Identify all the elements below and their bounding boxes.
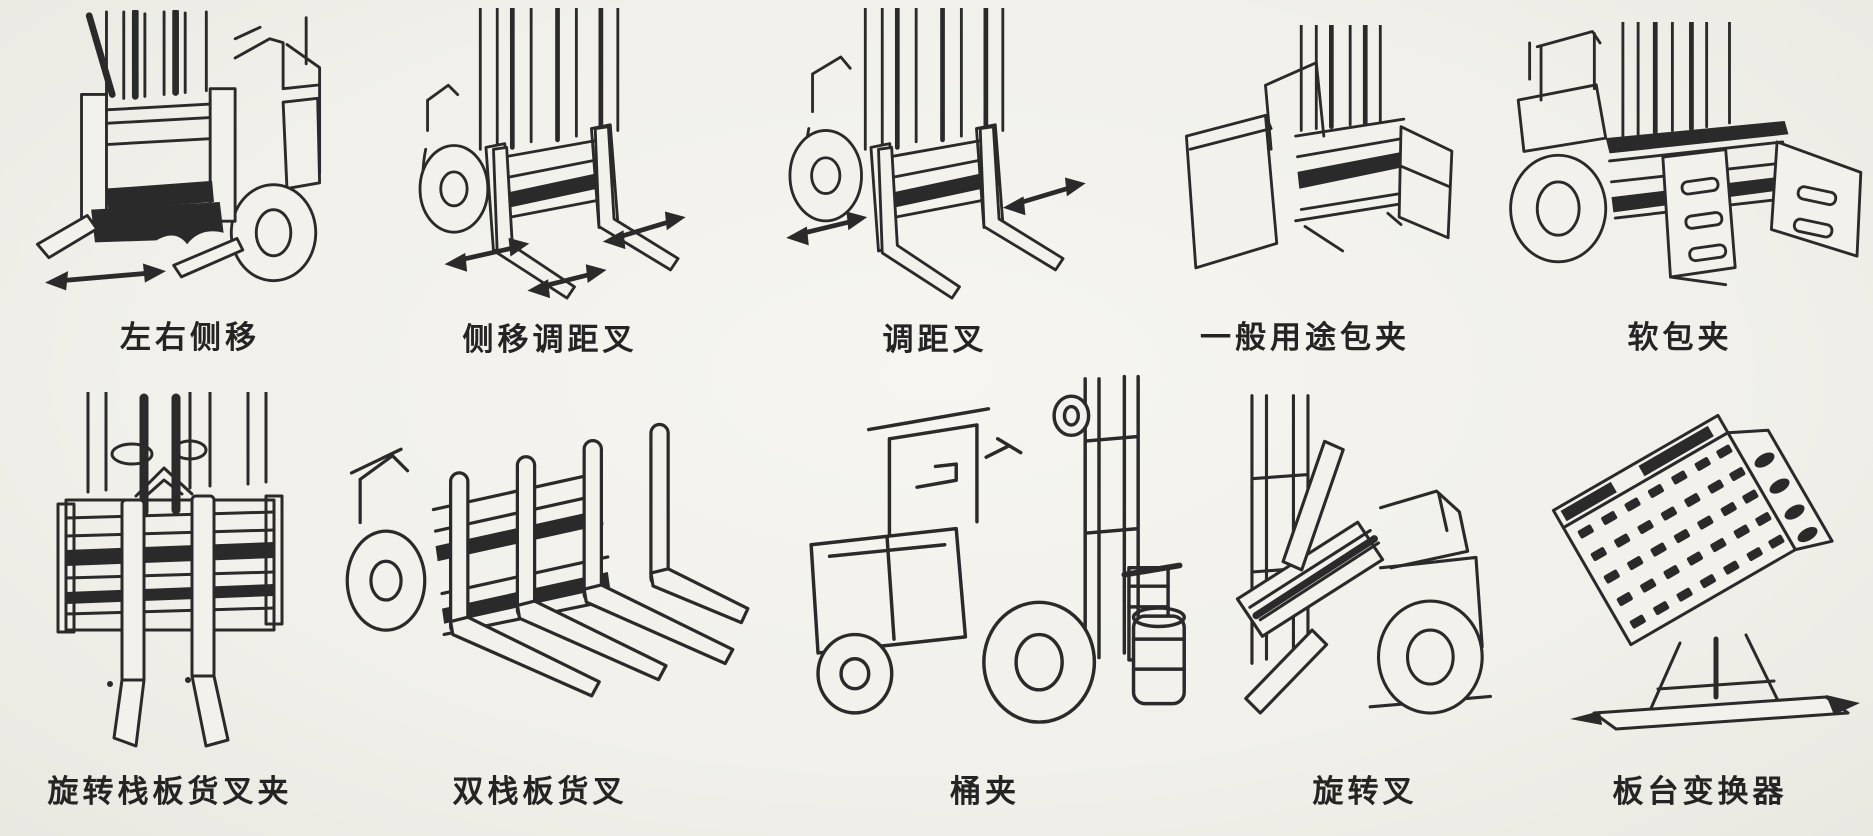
rotating-fork-icon bbox=[1225, 392, 1505, 752]
figure-caption: 左右侧移 bbox=[120, 320, 260, 356]
figure-platform-changer: 板台变换器 bbox=[1530, 382, 1870, 811]
figure-drum-clamp: 桶夹 bbox=[770, 372, 1200, 811]
figure-fork-positioner: 调距叉 bbox=[735, 8, 1135, 359]
figure-caption: 桶夹 bbox=[950, 774, 1020, 810]
soft-bale-clamp-icon bbox=[1480, 22, 1873, 298]
platform-changer-icon bbox=[1530, 382, 1870, 752]
figure-rotating-fork: 旋转叉 bbox=[1225, 392, 1505, 811]
fork-positioner-icon bbox=[735, 8, 1135, 300]
figure-double-pallet-forks: 双栈板货叉 bbox=[330, 392, 750, 811]
general-purpose-bale-clamp-icon bbox=[1120, 25, 1490, 298]
figure-rotating-pallet-fork-clamp: 旋转栈板货叉夹 bbox=[20, 392, 320, 811]
figure-caption: 一般用途包夹 bbox=[1200, 320, 1410, 356]
figure-caption: 侧移调距叉 bbox=[462, 322, 638, 358]
figure-caption: 旋转栈板货叉夹 bbox=[47, 774, 293, 810]
figure-caption: 双栈板货叉 bbox=[452, 774, 628, 810]
figure-general-purpose-bale-clamp: 一般用途包夹 bbox=[1120, 25, 1490, 357]
figure-side-shift-fork-positioner: 侧移调距叉 bbox=[385, 8, 715, 359]
drum-clamp-forklift-icon bbox=[770, 372, 1200, 752]
double-pallet-forks-icon bbox=[330, 392, 750, 752]
side-shift-carriage-icon bbox=[15, 10, 365, 298]
figure-caption: 软包夹 bbox=[1627, 320, 1733, 356]
figure-side-shift: 左右侧移 bbox=[15, 10, 365, 357]
rotating-pallet-fork-clamp-icon bbox=[20, 392, 320, 752]
figure-caption: 旋转叉 bbox=[1312, 774, 1418, 810]
side-shift-fork-positioner-icon bbox=[385, 8, 715, 300]
figure-caption: 板台变换器 bbox=[1612, 774, 1788, 810]
figure-caption: 调距叉 bbox=[882, 322, 988, 358]
figure-soft-bale-clamp: 软包夹 bbox=[1480, 22, 1873, 357]
